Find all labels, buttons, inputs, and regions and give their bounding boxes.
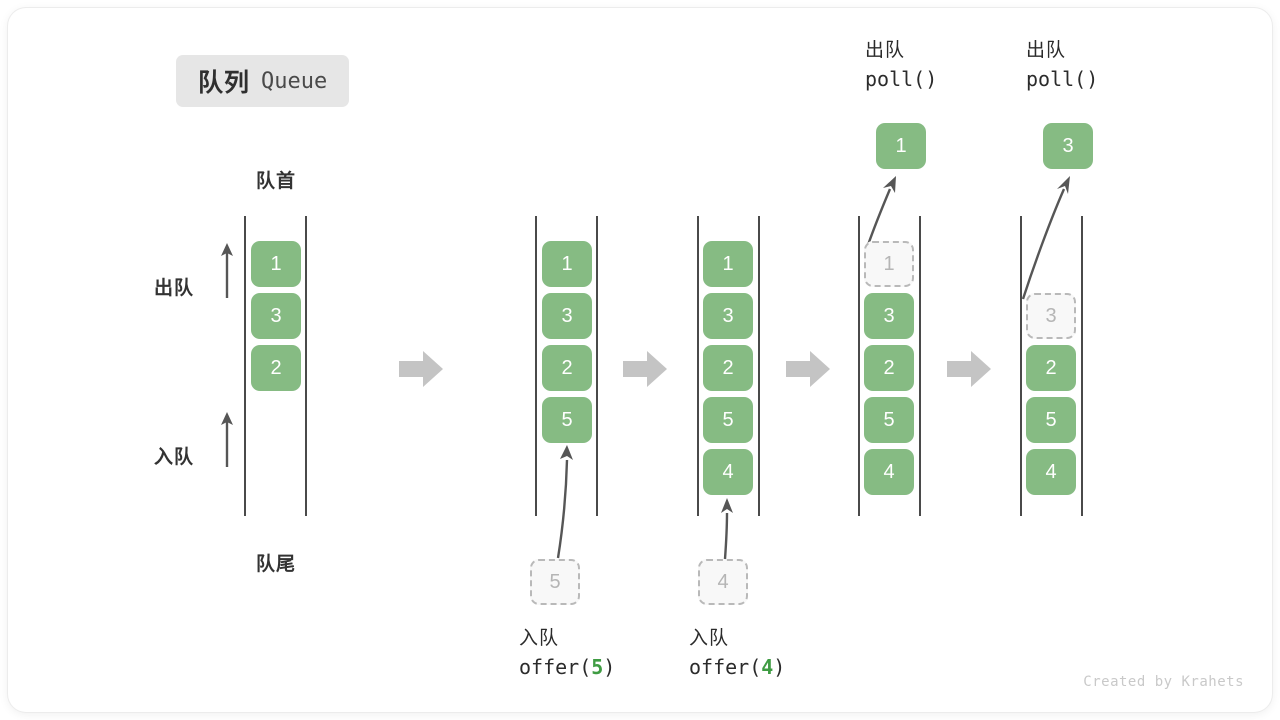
- enqueue-arrow-icon: [556, 445, 573, 559]
- queue-node-ghost: 3: [1026, 293, 1076, 339]
- operation-label-offer-5: 入队 offer(5): [519, 626, 615, 682]
- step-arrow-icon: [623, 351, 667, 387]
- enqueue-direction-arrow-icon: [221, 412, 233, 467]
- queue-node: 5: [542, 397, 592, 443]
- queue-node: 1: [703, 241, 753, 287]
- incoming-node-ghost: 5: [530, 559, 580, 605]
- operation-label-offer-4: 入队 offer(4): [689, 626, 785, 682]
- queue-node: 4: [864, 449, 914, 495]
- queue-node: 2: [1026, 345, 1076, 391]
- code-prefix: offer(: [519, 655, 592, 679]
- code-prefix: poll(: [1026, 67, 1087, 91]
- queue-node: 5: [703, 397, 753, 443]
- rail-right-col2: [596, 216, 598, 516]
- operation-label-poll-1: 出队 poll(): [865, 38, 937, 94]
- dequeue-arrow-icon: [1021, 176, 1070, 300]
- operation-name: 入队: [689, 628, 730, 649]
- operation-name: 入队: [519, 628, 560, 649]
- operation-code: poll(): [865, 64, 937, 94]
- code-suffix: ): [773, 655, 786, 679]
- operation-label-poll-3: 出队 poll(): [1026, 38, 1098, 94]
- queue-node: 4: [1026, 449, 1076, 495]
- rail-left-col2: [535, 216, 537, 516]
- queue-node: 2: [542, 345, 592, 391]
- title-chinese: 队列: [198, 69, 251, 97]
- step-arrow-icon: [399, 351, 443, 387]
- step-arrow-icon: [786, 351, 830, 387]
- code-prefix: poll(: [865, 67, 926, 91]
- operation-code: offer(5): [519, 652, 615, 682]
- incoming-node-ghost: 4: [698, 559, 748, 605]
- title-english: Queue: [261, 68, 328, 94]
- rail-left-col5: [1020, 216, 1022, 516]
- code-suffix: ): [925, 67, 938, 91]
- queue-node: 5: [864, 397, 914, 443]
- queue-head-label: 队首: [255, 171, 296, 192]
- rail-right-col3: [758, 216, 760, 516]
- enqueue-arrow-icon: [721, 498, 733, 560]
- enqueue-direction-label: 入队: [154, 447, 195, 468]
- operation-name: 出队: [865, 40, 906, 61]
- queue-node: 2: [703, 345, 753, 391]
- operation-name: 出队: [1026, 40, 1067, 61]
- queue-node: 3: [251, 293, 301, 339]
- dequeue-arrow-icon: [866, 176, 896, 246]
- dequeue-direction-arrow-icon: [221, 243, 233, 298]
- rail-right-col1: [305, 216, 307, 516]
- operation-code: poll(): [1026, 64, 1098, 94]
- code-suffix: ): [1086, 67, 1099, 91]
- diagram-card: 队列 Queue 队首 队尾 出队 入队 1 3 2 1 3 2 5: [8, 8, 1272, 712]
- outgoing-node: 3: [1043, 123, 1093, 169]
- queue-tail-label: 队尾: [255, 554, 296, 575]
- queue-node: 2: [864, 345, 914, 391]
- queue-node: 5: [1026, 397, 1076, 443]
- attribution-footer: Created by Krahets: [1083, 674, 1244, 690]
- rail-left-col4: [858, 216, 860, 516]
- queue-node: 4: [703, 449, 753, 495]
- queue-node-ghost: 1: [864, 241, 914, 287]
- queue-node: 3: [542, 293, 592, 339]
- title-badge: 队列 Queue: [176, 55, 350, 107]
- outgoing-node: 1: [876, 123, 926, 169]
- operation-code: offer(4): [689, 652, 785, 682]
- dequeue-direction-label: 出队: [154, 278, 195, 299]
- rail-left-col1: [244, 216, 246, 516]
- rail-right-col4: [919, 216, 921, 516]
- rail-left-col3: [697, 216, 699, 516]
- queue-node: 1: [542, 241, 592, 287]
- code-arg: 5: [591, 655, 604, 679]
- queue-node: 2: [251, 345, 301, 391]
- step-arrow-icon: [947, 351, 991, 387]
- code-arg: 4: [761, 655, 774, 679]
- rail-right-col5: [1081, 216, 1083, 516]
- queue-node: 1: [251, 241, 301, 287]
- queue-node: 3: [864, 293, 914, 339]
- queue-node: 3: [703, 293, 753, 339]
- code-prefix: offer(: [689, 655, 762, 679]
- code-suffix: ): [603, 655, 616, 679]
